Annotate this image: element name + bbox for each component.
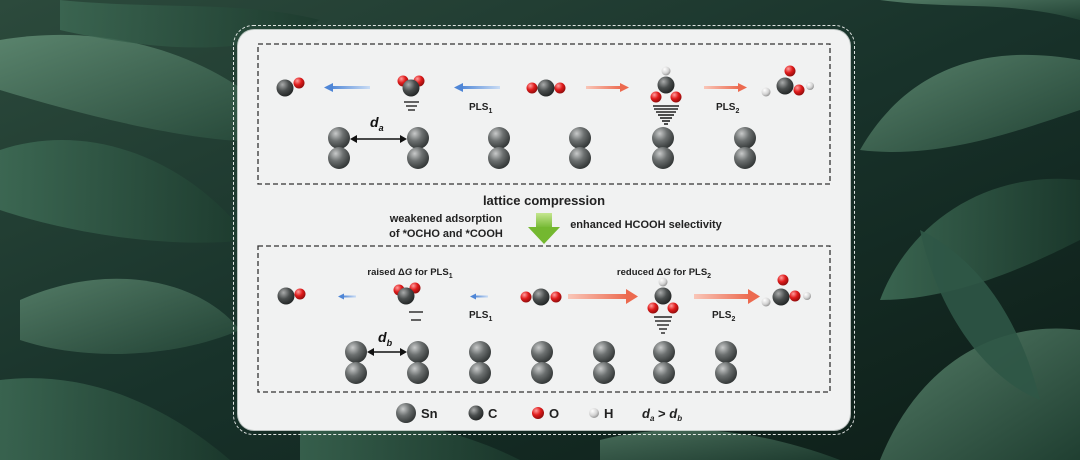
top-box <box>257 43 831 185</box>
pls2-label-bottom: PLS2 <box>712 310 735 323</box>
sn-pillar-top-1 <box>328 127 350 169</box>
co2-molecule-bottom <box>520 288 562 306</box>
panel-outline <box>233 25 855 435</box>
sn-pillar-bottom-1 <box>345 341 367 384</box>
co2-molecule-top <box>526 79 566 97</box>
co-molecule-top <box>276 77 305 97</box>
legend-c-swatch <box>468 405 484 421</box>
legend-h-swatch <box>589 408 599 418</box>
sn-pillar-top-5 <box>652 127 674 169</box>
ocho-adsorbate-bottom <box>647 277 679 314</box>
reduced-dg-label: reduced ΔG for PLS2 <box>617 267 711 280</box>
red-arrow-bottom-2 <box>694 289 760 304</box>
weak-bond-mark-bottom <box>409 311 423 321</box>
sn-pillar-bottom-3 <box>469 341 491 384</box>
weak-bond-mark-top <box>404 101 419 111</box>
bottom-box <box>257 245 831 393</box>
lattice-diagram: PLS1 PLS2 <box>257 43 831 423</box>
sn-pillar-top-2 <box>407 127 429 169</box>
legend-spacing-relation: da > db <box>642 406 682 423</box>
sn-pillar-bottom-5 <box>593 341 615 384</box>
enhanced-selectivity-label: enhanced HCOOH selectivity <box>570 219 722 231</box>
green-down-arrow <box>528 213 560 244</box>
co-molecule-bottom <box>277 287 306 305</box>
medium-bond-mark-bottom <box>654 316 672 334</box>
legend-c-label: C <box>488 406 498 421</box>
lattice-compression-label: lattice compression <box>483 193 605 208</box>
weakened-adsorption-line1: weakened adsorption <box>389 213 503 225</box>
blue-arrow-top-1 <box>324 83 370 92</box>
pls2-label-top: PLS2 <box>716 102 739 115</box>
sn-pillar-top-4 <box>569 127 591 169</box>
blue-arrow-bottom-1 <box>338 293 356 300</box>
spacing-label-top: da <box>370 114 384 133</box>
blue-arrow-top-2 <box>454 83 500 92</box>
hcooh-molecule-top <box>761 65 814 97</box>
red-arrow-top-1 <box>586 83 629 92</box>
legend: Sn C O H da > db <box>396 403 682 423</box>
red-arrow-top-2 <box>704 83 747 92</box>
sn-pillar-bottom-4 <box>531 341 553 384</box>
sn-pillar-top-3 <box>488 127 510 169</box>
ocho-adsorbate-top <box>650 66 682 103</box>
spacing-arrow-top <box>350 135 407 143</box>
legend-o-swatch <box>532 407 544 419</box>
legend-sn-label: Sn <box>421 406 438 421</box>
sn-pillar-bottom-7 <box>715 341 737 384</box>
red-arrow-bottom-1 <box>568 289 638 304</box>
cooh-adsorbate-bottom <box>393 282 421 305</box>
legend-h-label: H <box>604 406 613 421</box>
cooh-adsorbate-top <box>397 75 425 97</box>
raised-dg-label: raised ΔG for PLS1 <box>367 267 452 280</box>
spacing-label-bottom: db <box>378 329 393 348</box>
pls1-label-top: PLS1 <box>469 102 492 115</box>
hcooh-molecule-bottom <box>761 274 811 307</box>
legend-o-label: O <box>549 406 559 421</box>
sn-pillar-bottom-6 <box>653 341 675 384</box>
sn-pillar-top-6 <box>734 127 756 169</box>
strong-bond-mark-top <box>653 105 679 125</box>
blue-arrow-bottom-2 <box>470 293 488 300</box>
weakened-adsorption-line2: of *OCHO and *COOH <box>389 228 503 240</box>
pls1-label-bottom: PLS1 <box>469 310 492 323</box>
legend-sn-swatch <box>396 403 416 423</box>
sn-pillar-bottom-2 <box>407 341 429 384</box>
spacing-arrow-bottom <box>367 348 407 356</box>
